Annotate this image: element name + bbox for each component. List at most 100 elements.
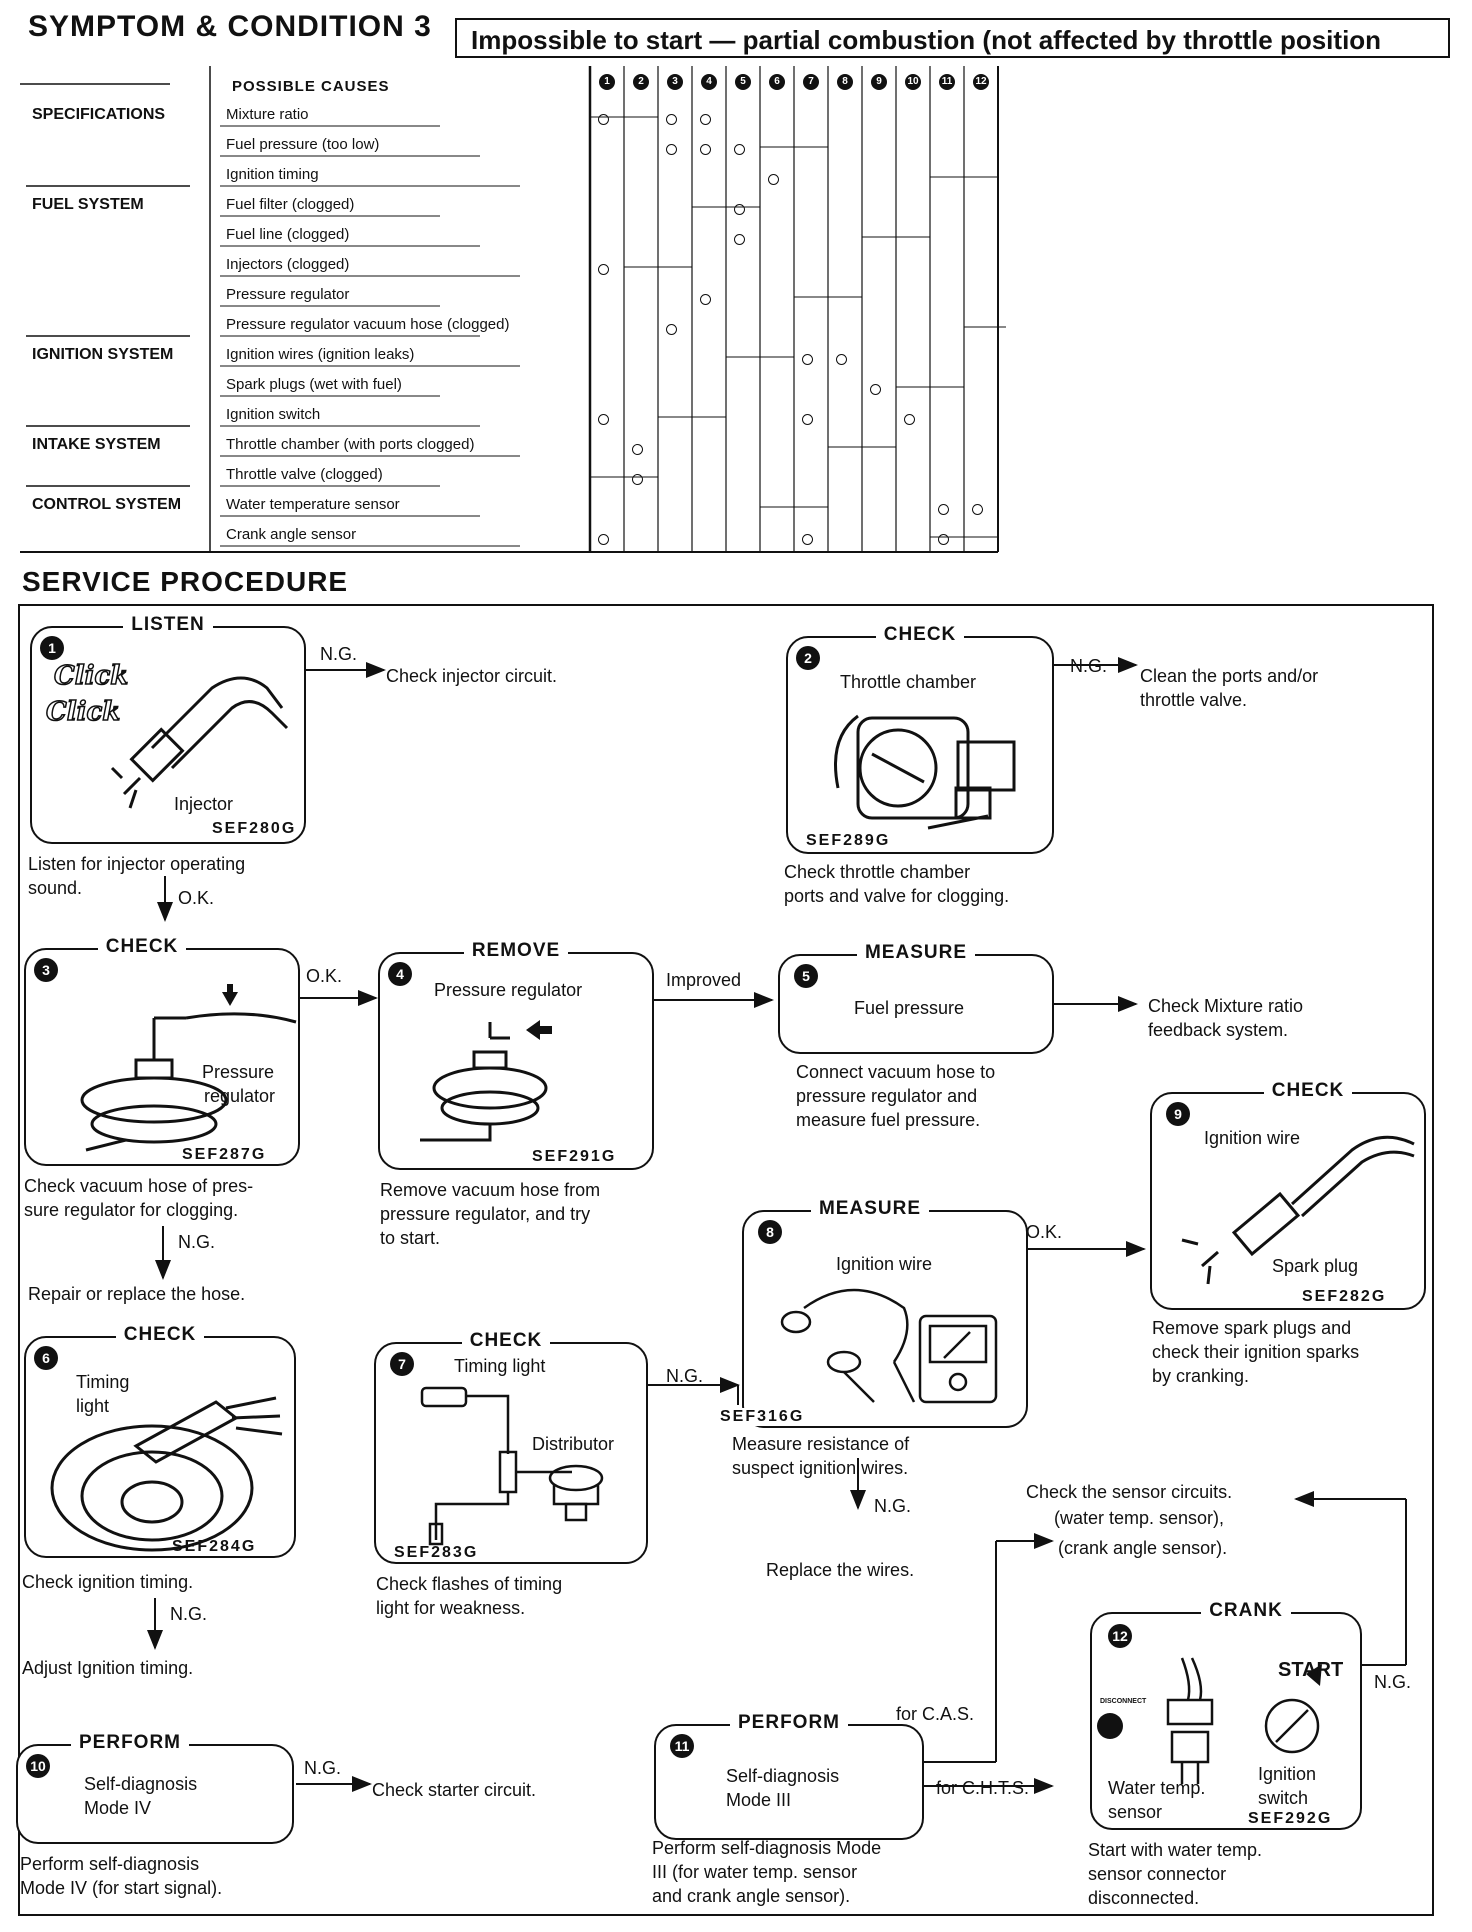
step-9-label-2: Spark plug [1272,1256,1359,1276]
matrix-category: SPECIFICATIONS [32,106,166,123]
step-7-number: 7 [390,1352,414,1376]
step-10-ng: N.G. [304,1758,342,1778]
step-4-caption-1: Remove vacuum hose from [380,1180,601,1200]
step-7-caption-1: Check flashes of timing [376,1574,563,1594]
ohmmeter-illustration [780,1288,998,1404]
step-7-head: CHECK [461,1330,551,1351]
step-3-ng-action: Repair or replace the hose. [28,1284,246,1304]
step-12-label-1b: sensor [1108,1802,1163,1822]
sensor-check-1: Check the sensor circuits. [1026,1482,1233,1502]
step-8-label: Ignition wire [836,1254,933,1274]
step-5-label: Fuel pressure [854,998,965,1018]
step-2-head: CHECK [875,624,965,645]
step-3-head: CHECK [97,936,187,957]
step-1-ng-action: Check injector circuit. [386,666,558,686]
step-5-caption-3: measure fuel pressure. [796,1110,981,1130]
matrix-mark [802,354,813,365]
matrix-step-11: 11 [939,74,955,90]
step-12-number: 12 [1108,1624,1132,1648]
step-5-caption-2: pressure regulator and [796,1086,978,1106]
matrix-cause: Fuel line (clogged) [226,226,350,243]
connector-ignition-illustration [1097,1657,1322,1784]
step-1-caption-2: sound. [28,878,83,898]
step-6-label-2: light [76,1396,110,1416]
matrix-mark [734,204,745,215]
step-9-caption-3: by cranking. [1152,1366,1250,1386]
svg-text:Click: Click [46,697,120,727]
step-11-caption-2: III (for water temp. sensor [652,1862,858,1882]
step-9-number: 9 [1166,1102,1190,1126]
step-4-code: SEF291G [532,1148,617,1165]
sensor-check-3: (crank angle sensor). [1058,1538,1228,1558]
step-3-ok: O.K. [306,966,343,986]
step-12-caption-1: Start with water temp. [1088,1840,1263,1860]
step-11-head: PERFORM [730,1712,848,1733]
step-12-code: SEF292G [1248,1810,1333,1827]
matrix-step-4: 4 [701,74,717,90]
matrix-mark [734,144,745,155]
distributor-illustration [420,1386,604,1546]
step-6-label-1: Timing [76,1372,130,1392]
matrix-cause: Ignition wires (ignition leaks) [226,346,415,363]
step-9-caption-1: Remove spark plugs and [1152,1318,1352,1338]
step-8-caption-2: suspect ignition wires. [732,1458,909,1478]
step-8-ng-action: Replace the wires. [766,1560,915,1580]
matrix-step-6: 6 [769,74,785,90]
step-11-caption-1: Perform self-diagnosis Mode [652,1838,882,1858]
step-2-code: SEF289G [806,832,891,849]
matrix-step-2: 2 [633,74,649,90]
step-3-check: CHECK 3 Pressure regulator SEF287G [24,936,300,1166]
matrix-cause: Crank angle sensor [226,526,357,543]
step-2-caption-2: ports and valve for clogging. [784,886,1010,906]
step-4-improved: Improved [666,970,742,990]
matrix-step-3: 3 [667,74,683,90]
matrix-step-8: 8 [837,74,853,90]
step-4-caption-2: pressure regulator, and try [380,1204,591,1224]
step-8-ok: O.K. [1026,1222,1063,1242]
matrix-mark [734,234,745,245]
matrix-mark [802,534,813,545]
step-10-ng-action: Check starter circuit. [372,1780,537,1800]
matrix-cause: Spark plugs (wet with fuel) [226,376,402,393]
step-7-label-2: Distributor [532,1434,615,1454]
step-8-caption-1: Measure resistance of [732,1434,910,1454]
symptom-title: SYMPTOM & CONDITION 3 [28,10,432,43]
step-11-label-2: Mode III [726,1790,792,1810]
step-11-perform: PERFORM 11 Self-diagnosis Mode III [654,1712,924,1840]
step-12-label-2a: Ignition [1258,1764,1317,1784]
matrix-cause: Throttle chamber (with ports clogged) [226,436,475,453]
matrix-step-10: 10 [905,74,921,90]
step-4-head: REMOVE [463,940,569,961]
step-3-caption-2: sure regulator for clogging. [24,1200,239,1220]
causes-header: POSSIBLE CAUSES [232,78,390,95]
step-7-caption-2: light for weakness. [376,1598,526,1618]
matrix-mark [700,114,711,125]
step-10-label-2: Mode IV [84,1798,152,1818]
matrix-cause: Pressure regulator [226,286,350,303]
step-3-label-2: regulator [204,1086,276,1106]
matrix-cause: Fuel filter (clogged) [226,196,355,213]
matrix-step-12: 12 [973,74,989,90]
step-4-remove: REMOVE 4 Pressure regulator SEF291G [378,940,654,1170]
step-1-listen: LISTEN Click Click 1 Injector SEF280G [30,614,306,844]
matrix-mark [632,474,643,485]
matrix-step-5: 5 [735,74,751,90]
matrix-mark [836,354,847,365]
matrix-mark [700,294,711,305]
step-3-label-1: Pressure [202,1062,275,1082]
step-1-label: Injector [174,794,234,814]
step-2-caption-1: Check throttle chamber [784,862,971,882]
step-1-ok: O.K. [178,888,215,908]
step-1-number: 1 [40,636,64,660]
condition-box: Impossible to start — partial combustion… [455,18,1450,58]
timing-light-illustration [50,1396,283,1552]
step-4-number: 4 [388,962,412,986]
matrix-step-7: 7 [803,74,819,90]
matrix-step-9: 9 [871,74,887,90]
step-7-ng: N.G. [666,1366,704,1386]
step-7-check: CHECK 7 Timing light Distributor SEF283G [374,1330,648,1564]
step-3-caption-1: Check vacuum hose of pres- [24,1176,254,1196]
matrix-cause: Ignition switch [226,406,321,423]
throttle-chamber-illustration [834,714,1016,830]
step-2-number: 2 [796,646,820,670]
